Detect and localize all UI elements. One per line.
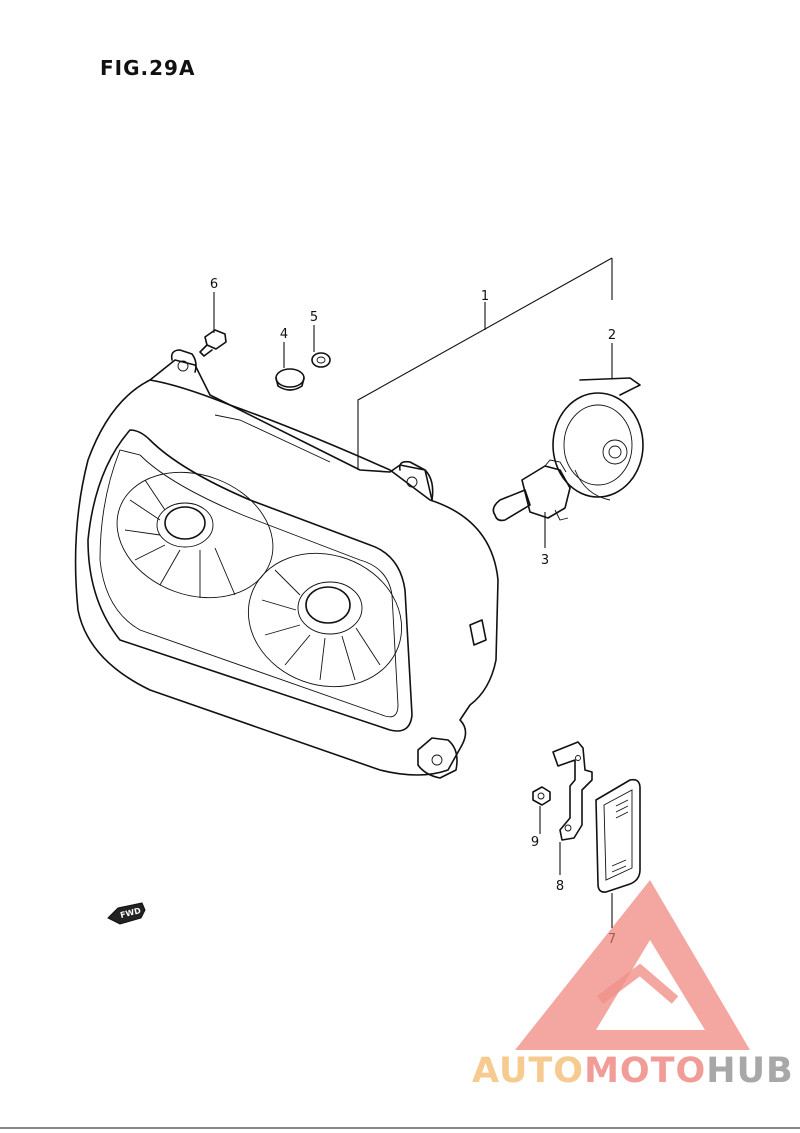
reflector-plate <box>595 778 641 893</box>
headlight-bulb <box>492 459 571 522</box>
logo-text-hub: HUB <box>706 1051 793 1091</box>
logo-text-auto: AUTO <box>472 1051 584 1091</box>
callout-5: 5 <box>310 310 318 325</box>
callout-4: 4 <box>280 327 288 342</box>
callout-1: 1 <box>481 289 489 304</box>
screw <box>199 329 227 357</box>
washer <box>311 352 331 368</box>
fwd-arrow-icon: FWD <box>107 902 146 925</box>
callout-6: 6 <box>210 277 218 292</box>
automotohub-logo: AUTOMOTOHUB <box>472 880 794 1091</box>
headlight-assembly <box>74 349 499 779</box>
leader-lines <box>213 257 613 928</box>
callout-3: 3 <box>541 553 549 568</box>
logo-triangle-icon <box>515 880 750 1050</box>
callout-8: 8 <box>556 879 564 894</box>
logo-text-moto: MOTO <box>584 1051 706 1091</box>
reflector-bracket <box>552 741 593 841</box>
svg-text:AUTOMOTOHUB: AUTOMOTOHUB <box>472 1051 794 1091</box>
nut <box>532 786 551 806</box>
grommet <box>275 368 305 391</box>
figure-title: FIG.29A <box>100 56 195 80</box>
bulb-socket-cover <box>552 377 644 501</box>
callout-9: 9 <box>531 835 539 850</box>
callout-2: 2 <box>608 328 616 343</box>
